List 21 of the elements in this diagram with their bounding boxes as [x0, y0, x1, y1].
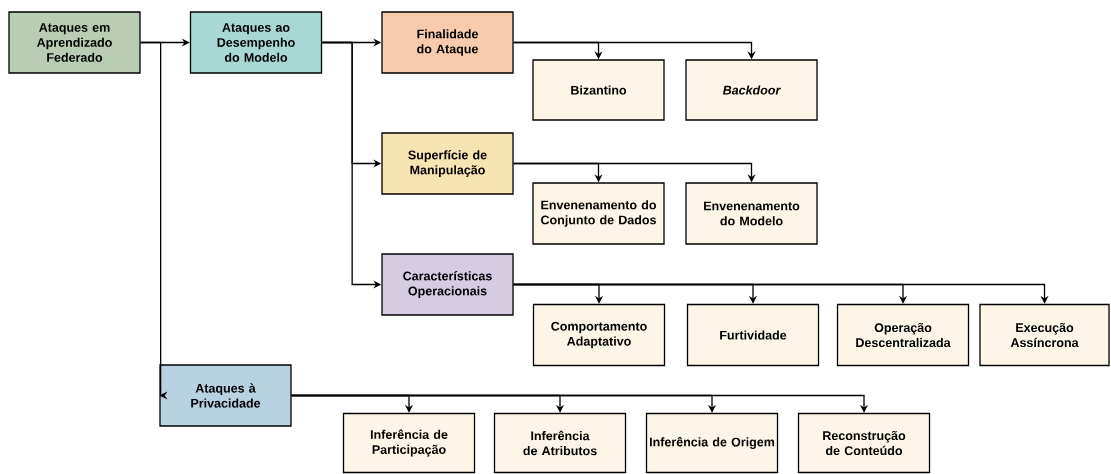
leaf-box: Inferência de Participação	[342, 412, 476, 474]
leaf-box: Inferência de Atributos	[493, 412, 627, 474]
arrow	[140, 41, 168, 400]
leaf-box: Bizantino	[532, 59, 665, 121]
leaf-box: Envenenamento do Modelo	[685, 182, 818, 245]
leaf-box: Backdoor	[685, 59, 818, 121]
arrow	[291, 394, 869, 413]
arrow	[513, 283, 1049, 304]
leaf-box: Reconstrução de Conteúdo	[797, 412, 931, 474]
category-box: Finalidade do Ataque	[381, 11, 514, 74]
category-box: Ataques em Aprendizado Federado	[8, 11, 141, 74]
category-box: Características Operacionais	[381, 253, 514, 316]
category-box: Superfície de Manipulação	[381, 132, 514, 195]
leaf-box: Furtividade	[686, 303, 820, 367]
category-box: Ataques à Privacidade	[159, 364, 292, 427]
category-box: Ataques ao Desempenho do Modelo	[189, 11, 323, 74]
leaf-box: Envenenamento do Conjunto de Dados	[532, 182, 665, 245]
leaf-box: Comportamento Adaptativo	[532, 303, 666, 367]
leaf-box: Execução Assíncrona	[979, 303, 1110, 367]
leaf-box: Inferência de Origem	[645, 412, 779, 474]
leaf-box: Operação Descentralizada	[836, 303, 970, 367]
